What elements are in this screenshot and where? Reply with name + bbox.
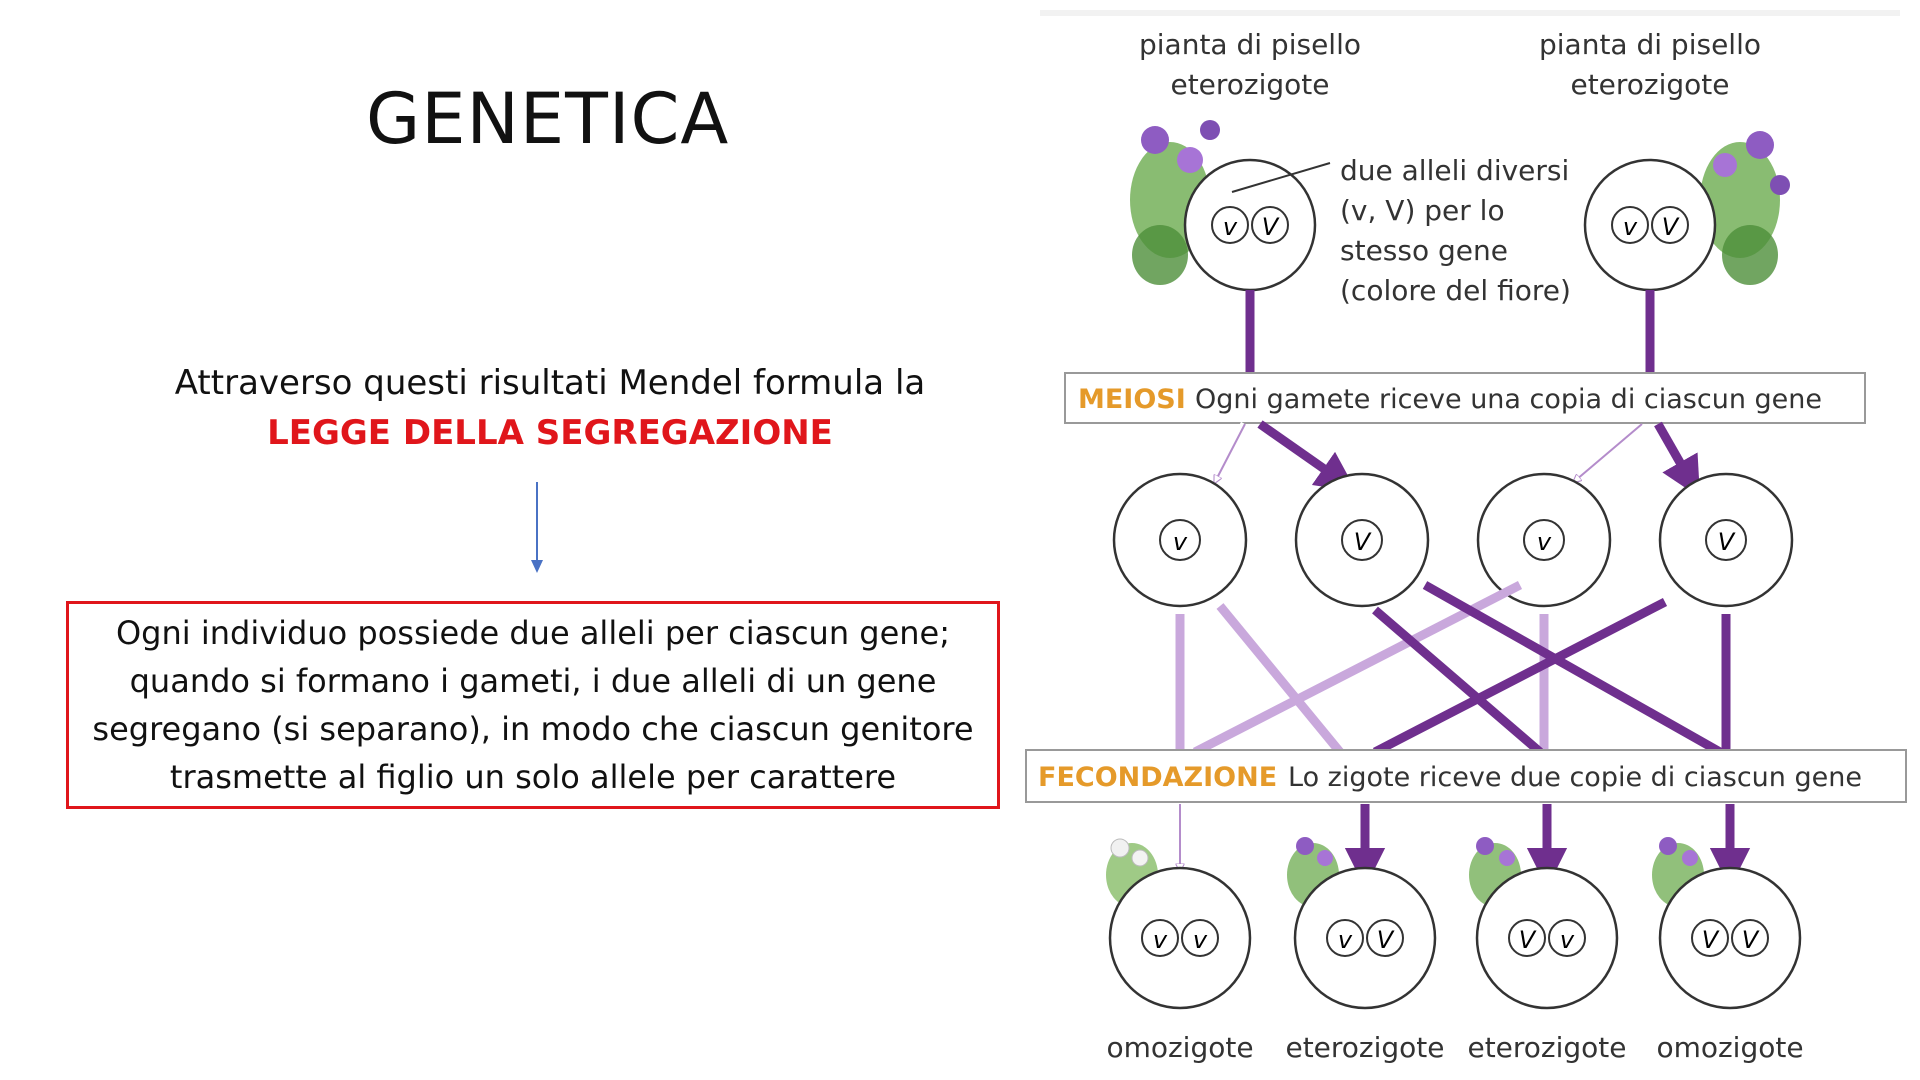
fecondazione-bar: FECONDAZIONE Lo zigote riceve due copie …: [1025, 749, 1907, 803]
allele-label: v: [1537, 528, 1552, 556]
law-name: LEGGE DELLA SEGREGAZIONE: [267, 413, 833, 453]
offspring-label-3: eterozigote: [1467, 1031, 1626, 1064]
parent-right-alleles: v V: [1611, 206, 1689, 244]
fecondazione-label: FECONDAZIONE: [1038, 762, 1277, 793]
annotation-pointer: [1231, 162, 1331, 193]
fertilization-crossing-lines: [1175, 580, 1731, 757]
parent-right-label-2: eterozigote: [1570, 68, 1729, 101]
gamete-arrow-light: [1576, 423, 1643, 480]
gamete-alleles: v V v V: [1159, 519, 1747, 561]
allele-label: v: [1173, 528, 1188, 556]
meiosi-text: Ogni gamete riceve una copia di ciascun …: [1195, 384, 1822, 415]
meiosi-label: MEIOSI: [1078, 384, 1186, 415]
parent-left-label-1: pianta di pisello: [1139, 28, 1361, 61]
zygote-cell: [1475, 866, 1619, 1010]
law-definition-text: Ogni individuo possiede due alleli per c…: [92, 614, 974, 796]
gamete-arrow-dark: [1257, 420, 1357, 492]
allele-label: v: [1223, 213, 1238, 241]
allele-label: v: [1560, 926, 1575, 954]
annotation-line-1: due alleli diversi: [1340, 154, 1569, 187]
allele-label: V: [1662, 213, 1680, 241]
fecondazione-text: Lo zigote riceve due copie di ciascun ge…: [1288, 762, 1862, 793]
parent-left-alleles: v V: [1211, 206, 1289, 244]
gamete-arrow-light: [1216, 423, 1246, 480]
allele-label: V: [1742, 926, 1760, 954]
zygote-alleles: v v v V V v V V: [1141, 919, 1769, 957]
offspring-label-4: omozigote: [1656, 1031, 1803, 1064]
offspring-label-2: eterozigote: [1285, 1031, 1444, 1064]
law-definition-box: Ogni individuo possiede due alleli per c…: [66, 601, 1000, 809]
intro-line: Attraverso questi risultati Mendel formu…: [174, 363, 926, 403]
intro-text: Attraverso questi risultati Mendel formu…: [100, 358, 1000, 458]
meiosi-bar: MEIOSI Ogni gamete riceve una copia di c…: [1064, 372, 1866, 424]
allele-label: V: [1354, 528, 1372, 556]
segregation-diagram: pianta di pisello eterozigote pianta di …: [1025, 10, 1907, 1064]
parent-left-label-2: eterozigote: [1170, 68, 1329, 101]
gamete-arrow-dark: [1654, 421, 1701, 498]
allele-label: V: [1377, 926, 1395, 954]
allele-label: V: [1262, 213, 1280, 241]
allele-label: v: [1193, 926, 1208, 954]
parent-cell-right: [1583, 158, 1717, 292]
top-shadow: [1040, 10, 1900, 16]
allele-label: V: [1702, 926, 1720, 954]
page-title: GENETICA: [366, 78, 730, 160]
allele-label: v: [1623, 213, 1638, 241]
parent-right-label-1: pianta di pisello: [1539, 28, 1761, 61]
parent-cell-left: [1183, 158, 1317, 292]
offspring-label-1: omozigote: [1106, 1031, 1253, 1064]
zygote-cell: [1108, 866, 1252, 1010]
annotation-line-2: (v, V) per lo: [1340, 194, 1505, 227]
allele-label: v: [1338, 926, 1353, 954]
zygote-cell: [1658, 866, 1802, 1010]
allele-label: V: [1718, 528, 1736, 556]
zygote-cell: [1293, 866, 1437, 1010]
down-arrow-icon: [531, 482, 543, 573]
annotation-line-3: stesso gene: [1340, 234, 1508, 267]
pea-plant-icon-right: [1700, 131, 1790, 285]
allele-label: v: [1153, 926, 1168, 954]
annotation-line-4: (colore del fiore): [1340, 274, 1571, 307]
allele-label: V: [1519, 926, 1537, 954]
